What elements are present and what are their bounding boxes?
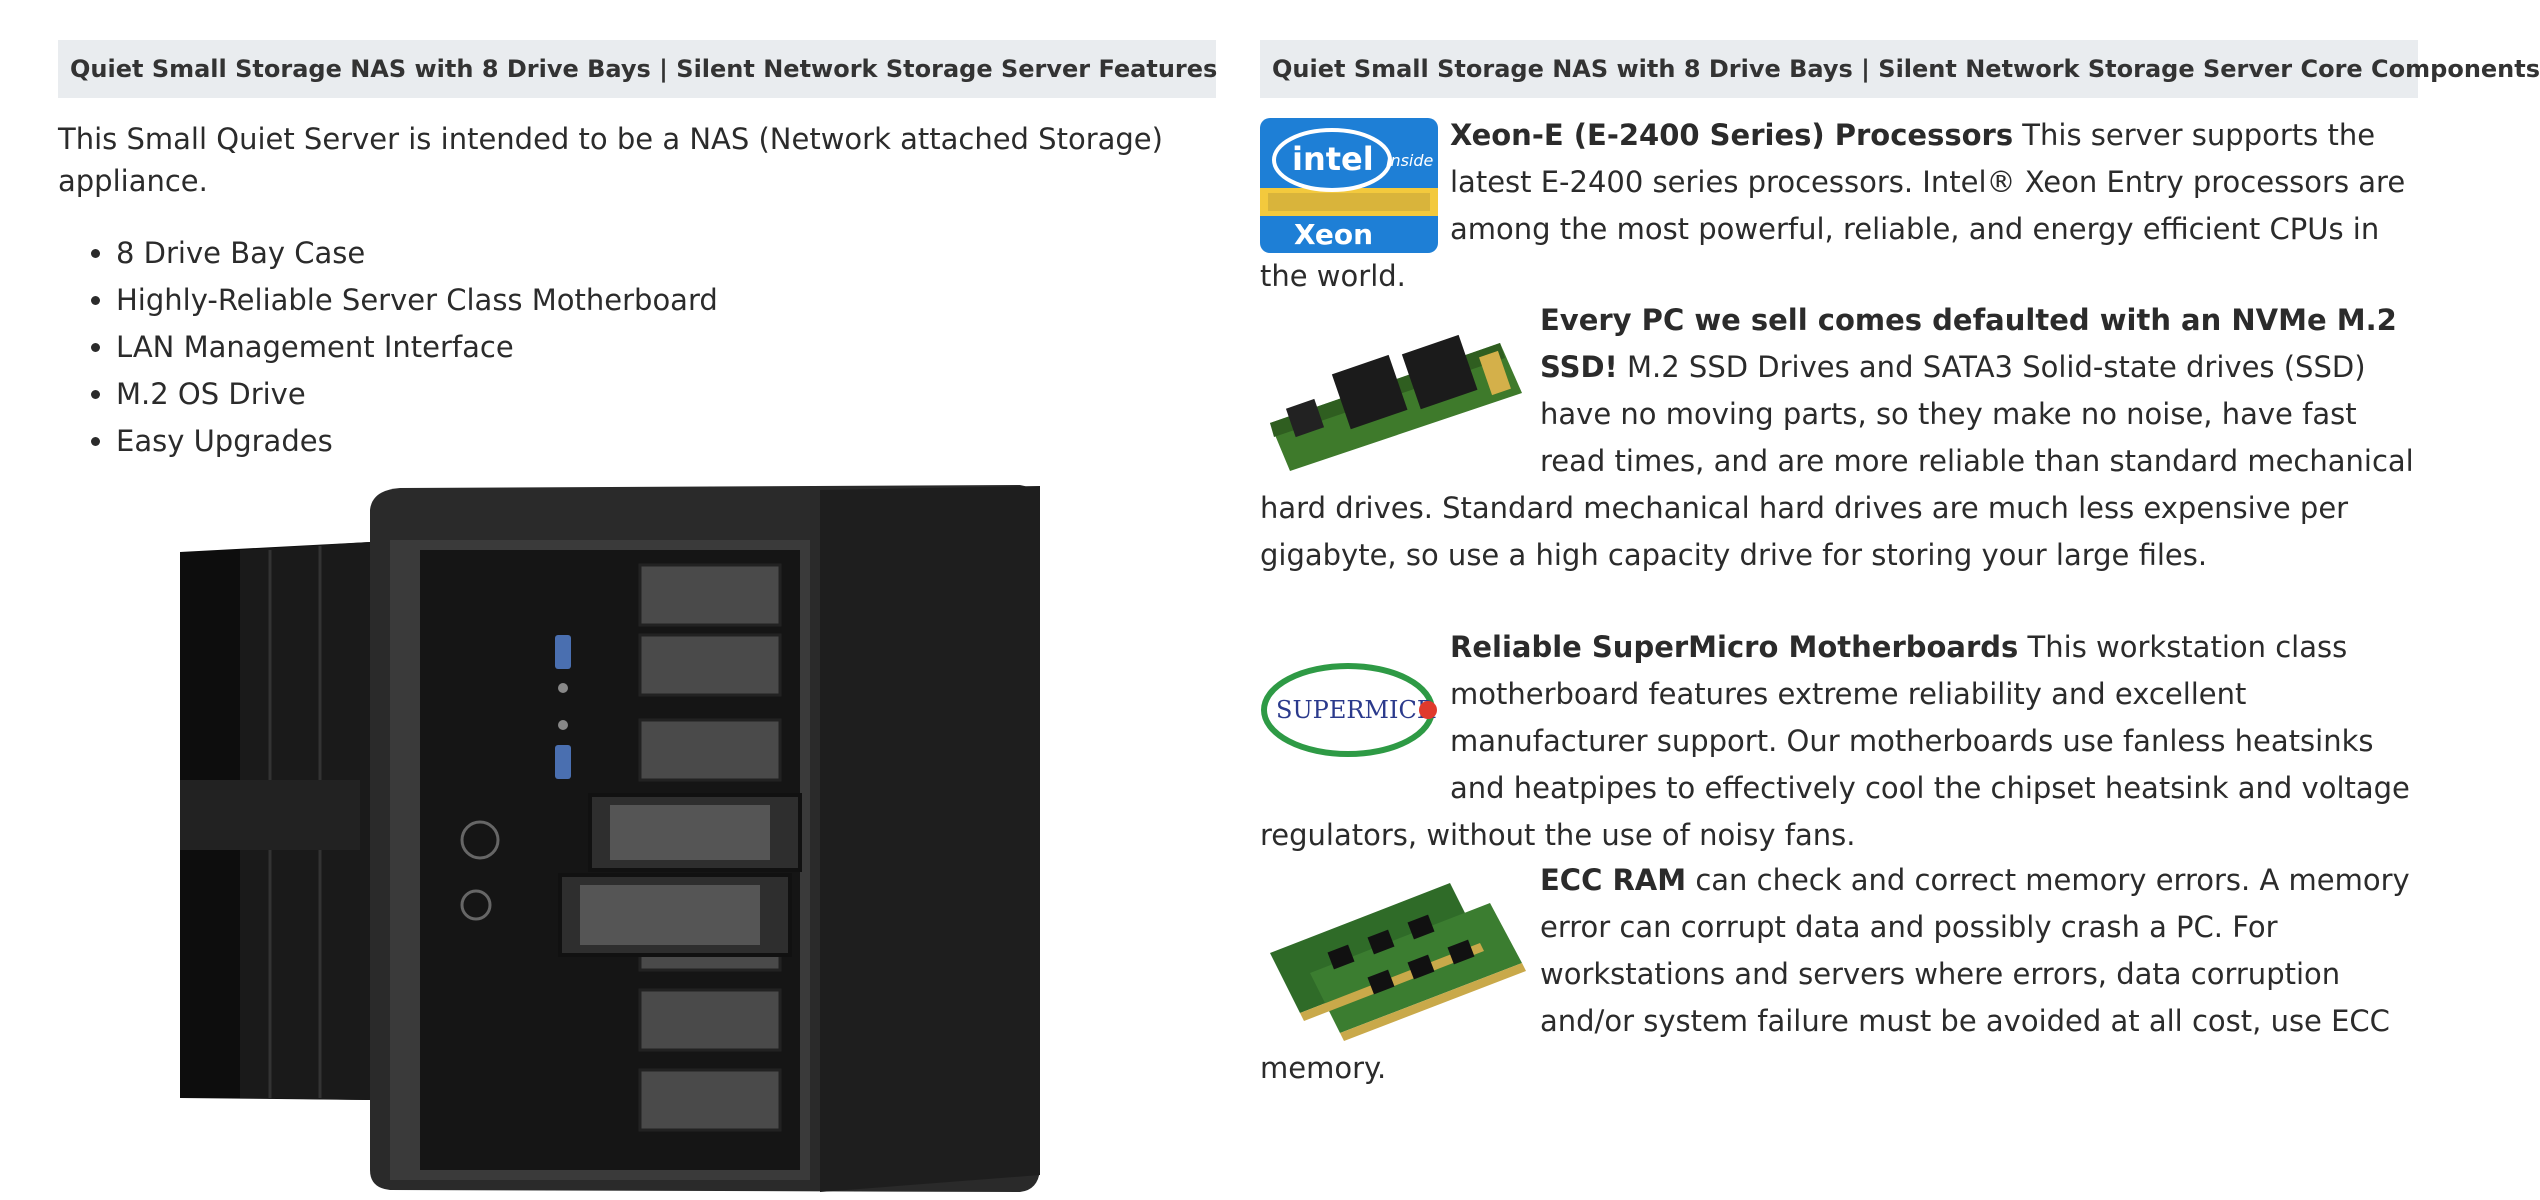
nas-case-image <box>180 485 1040 1192</box>
list-item: Highly-Reliable Server Class Motherboard <box>116 277 1216 324</box>
component-title: Every PC we sell comes defaulted with an… <box>1540 303 2397 384</box>
component-title: ECC RAM <box>1540 863 1687 897</box>
intel-xeon-logo: intel inside Xeon <box>1260 118 1438 253</box>
component-ssd: Every PC we sell comes defaulted with an… <box>1260 297 2418 579</box>
intel-wordmark: intel <box>1292 140 1374 178</box>
features-column: Quiet Small Storage NAS with 8 Drive Bay… <box>58 40 1217 465</box>
components-header: Quiet Small Storage NAS with 8 Drive Bay… <box>1260 40 2540 98</box>
component-title: Reliable SuperMicro Motherboards <box>1450 630 2019 664</box>
component-ecc-ram: ECC RAM can check and correct memory err… <box>1260 857 2418 1092</box>
component-text: This workstation class motherboard featu… <box>1260 630 2410 852</box>
component-title: Xeon-E (E-2400 Series) Processors <box>1450 118 2014 152</box>
list-item: M.2 OS Drive <box>116 371 1216 418</box>
features-header: Quiet Small Storage NAS with 8 Drive Bay… <box>58 40 1217 98</box>
intro-text: This Small Quiet Server is intended to b… <box>58 122 1163 198</box>
list-item: 8 Drive Bay Case <box>116 230 1216 277</box>
supermicro-wordmark: SUPERMICR <box>1276 696 1436 724</box>
components-column: Quiet Small Storage NAS with 8 Drive Bay… <box>1260 40 2540 1085</box>
inside-wordmark: inside <box>1386 151 1434 170</box>
list-item: Easy Upgrades <box>116 418 1216 465</box>
supermicro-logo: SUPERMICR <box>1261 663 1437 757</box>
features-list: 8 Drive Bay Case Highly-Reliable Server … <box>58 230 1216 465</box>
xeon-wordmark: Xeon <box>1294 218 1373 251</box>
component-text: can check and correct memory errors. A m… <box>1260 863 2410 1085</box>
ecc-ram-image <box>1270 883 1526 1041</box>
component-processor: intel inside Xeon Xeon-E (E-2400 Series)… <box>1260 112 2418 300</box>
m2-ssd-image <box>1270 334 1522 471</box>
list-item: LAN Management Interface <box>116 324 1216 371</box>
component-text: M.2 SSD Drives and SATA3 Solid-state dri… <box>1260 350 2414 572</box>
component-motherboard: SUPERMICR Reliable SuperMicro Motherboar… <box>1260 624 2418 859</box>
component-text: This server supports the latest E-2400 s… <box>1260 118 2406 293</box>
